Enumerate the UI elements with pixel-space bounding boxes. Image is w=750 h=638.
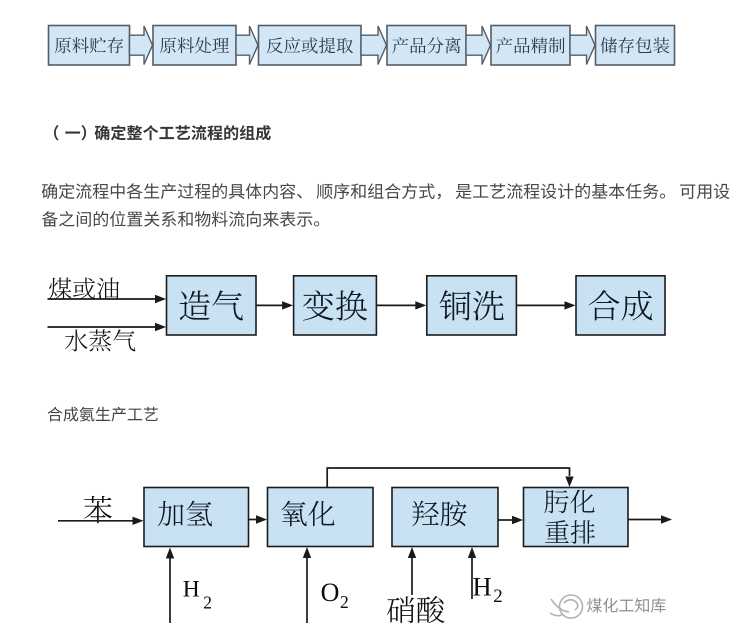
svg-text:H: H [183,577,200,603]
svg-text:O: O [321,578,340,607]
svg-text:2: 2 [340,592,349,612]
svg-text:2: 2 [203,592,212,612]
svg-text:H: H [473,572,492,602]
svg-text:2: 2 [493,586,503,607]
